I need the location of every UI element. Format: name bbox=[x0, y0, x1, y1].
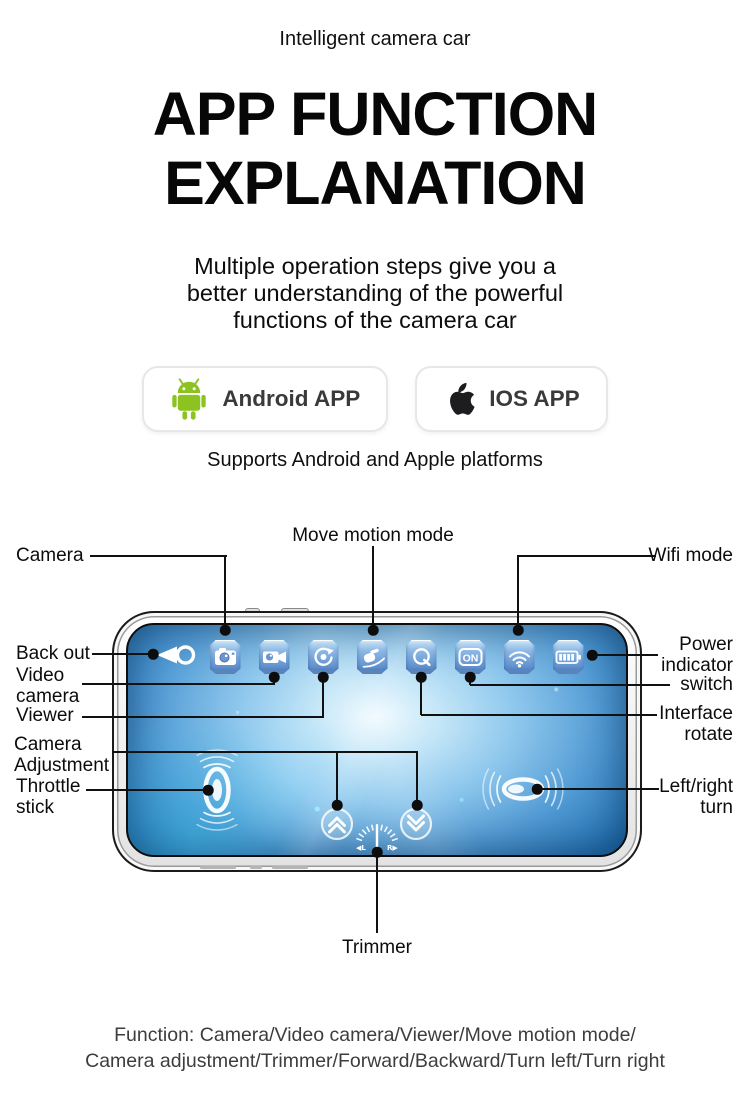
function-summary: Function: Camera/Video camera/Viewer/Mov… bbox=[85, 1024, 665, 1072]
callout-dot bbox=[415, 671, 427, 683]
callout-line bbox=[419, 677, 423, 715]
android-robot-icon bbox=[172, 377, 206, 420]
callout-label-camera-adjustment: Camera Adjustment bbox=[14, 734, 110, 776]
platform-badges: Android APP IOS APP bbox=[0, 366, 750, 432]
callout-dot bbox=[202, 784, 214, 796]
ios-badge-label: IOS APP bbox=[489, 386, 580, 411]
callout-label-video-camera: Video camera bbox=[16, 665, 80, 707]
callout-line bbox=[82, 682, 275, 686]
callout-dot bbox=[411, 799, 423, 811]
on-switch-icon[interactable]: ON bbox=[454, 640, 486, 674]
phone-speaker-slot bbox=[200, 866, 236, 869]
page-title: APP FUNCTION EXPLANATION bbox=[152, 80, 598, 217]
callout-dot bbox=[331, 799, 343, 811]
trim-right-label: R▶ bbox=[387, 844, 398, 852]
callout-label-power-indicator: Power indicator bbox=[661, 634, 733, 676]
video-camera-icon[interactable] bbox=[258, 640, 290, 674]
callout-line bbox=[371, 546, 375, 631]
callout-line bbox=[335, 751, 339, 806]
callout-line bbox=[92, 652, 154, 656]
callout-dot bbox=[464, 671, 476, 683]
callout-line bbox=[518, 554, 656, 558]
callout-label-viewer: Viewer bbox=[16, 705, 74, 726]
callout-dot bbox=[317, 671, 329, 683]
phone-mic-slot bbox=[250, 866, 262, 869]
move-motion-icon[interactable] bbox=[356, 640, 388, 674]
callout-line bbox=[90, 554, 227, 558]
apple-icon bbox=[450, 382, 475, 415]
callout-label-wifi-mode: Wifi mode bbox=[648, 545, 733, 566]
callout-line bbox=[415, 751, 419, 806]
callout-dot bbox=[586, 649, 598, 661]
callout-label-trimmer: Trimmer bbox=[342, 937, 412, 958]
callout-line bbox=[112, 750, 418, 754]
callout-label-throttle-stick: Throttle stick bbox=[16, 776, 81, 818]
callout-dot bbox=[219, 624, 231, 636]
callout-line bbox=[537, 787, 659, 791]
ios-app-badge[interactable]: IOS APP bbox=[415, 366, 608, 432]
callout-line bbox=[470, 683, 670, 687]
callout-line bbox=[321, 677, 325, 717]
callout-line bbox=[82, 715, 324, 719]
wifi-icon[interactable] bbox=[503, 640, 535, 674]
camera-icon[interactable] bbox=[209, 640, 241, 674]
callout-dot bbox=[512, 624, 524, 636]
viewer-icon[interactable] bbox=[307, 640, 339, 674]
subtitle-text: Multiple operation steps give you a bett… bbox=[186, 253, 564, 333]
on-switch-label: ON bbox=[462, 653, 478, 665]
left-right-turn-control[interactable] bbox=[468, 744, 578, 839]
android-app-badge[interactable]: Android APP bbox=[142, 366, 389, 432]
back-icon[interactable] bbox=[155, 643, 199, 667]
forward-button[interactable] bbox=[319, 806, 355, 847]
callout-label-back-out: Back out bbox=[16, 643, 90, 664]
trim-left-label: ◀L bbox=[356, 844, 366, 852]
kicker-text: Intelligent camera car bbox=[279, 28, 471, 50]
callout-line bbox=[86, 788, 209, 792]
callout-label-left-right-turn: Left/right turn bbox=[659, 776, 733, 818]
callout-line bbox=[223, 554, 227, 631]
phone-port-slot bbox=[272, 866, 308, 869]
callout-dot bbox=[531, 783, 543, 795]
callout-line bbox=[375, 852, 379, 933]
callout-label-camera: Camera bbox=[16, 545, 84, 566]
callout-line bbox=[421, 713, 657, 717]
callout-line bbox=[516, 554, 520, 631]
trimmer-gauge[interactable]: ◀L R▶ bbox=[347, 812, 407, 857]
battery-icon[interactable] bbox=[552, 640, 584, 674]
android-badge-label: Android APP bbox=[222, 386, 361, 411]
callout-line bbox=[592, 653, 658, 657]
callout-label-move-motion-mode: Move motion mode bbox=[292, 525, 454, 546]
callout-label-interface-rotate: Interface rotate bbox=[659, 703, 733, 745]
callout-dot bbox=[268, 671, 280, 683]
interface-rotate-icon[interactable] bbox=[405, 640, 437, 674]
callout-dot bbox=[367, 624, 379, 636]
callout-dot bbox=[371, 846, 383, 858]
callout-dot bbox=[147, 648, 159, 660]
callout-label-switch: switch bbox=[680, 674, 733, 695]
platforms-note: Supports Android and Apple platforms bbox=[207, 449, 543, 471]
